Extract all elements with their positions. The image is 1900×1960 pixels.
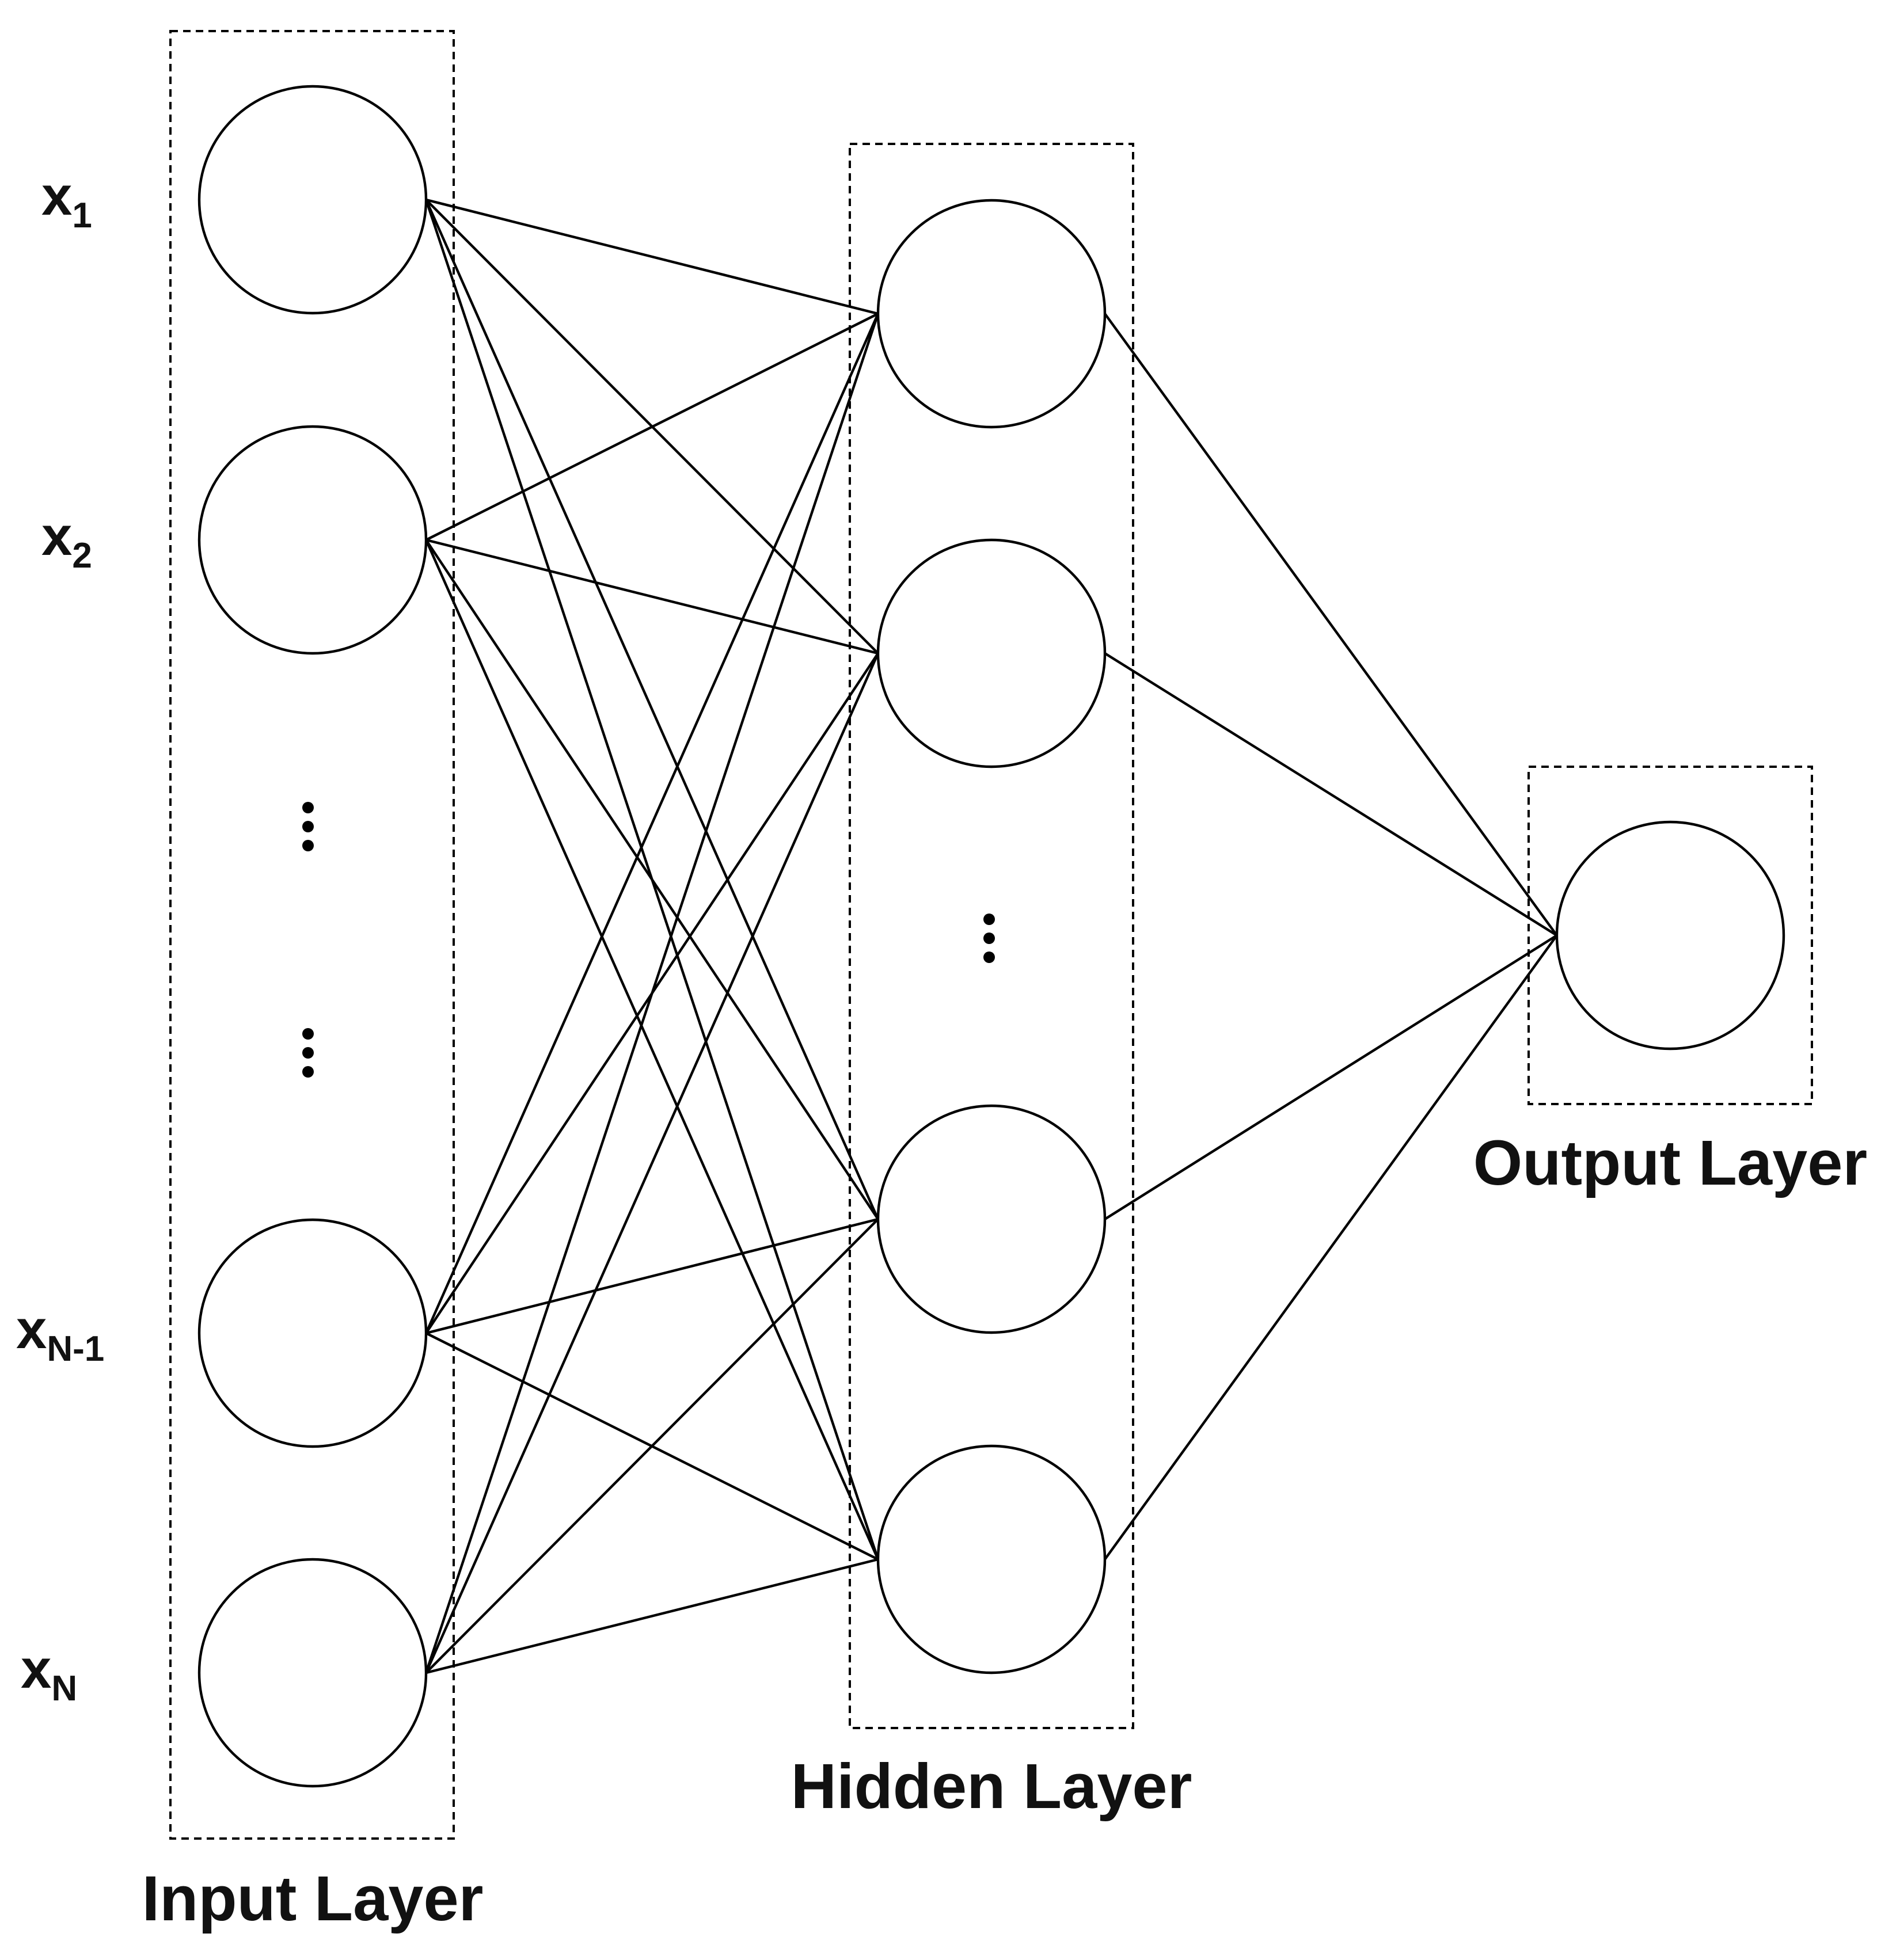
output-neuron <box>1555 820 1785 1051</box>
edge-hidden3-output <box>1104 934 1558 1220</box>
input-label-xn-1: xN-1 <box>16 1299 104 1369</box>
hidden-neuron-1 <box>876 199 1107 429</box>
input-neuron-x2 <box>197 425 428 655</box>
edge-input4-hidden1 <box>424 313 880 1673</box>
edge-input1-hidden1 <box>425 198 879 315</box>
hidden-neuron-2 <box>876 538 1107 768</box>
hidden-neuron-3 <box>876 1104 1107 1334</box>
edge-input2-hidden3 <box>425 539 879 1220</box>
input-neuron-xn <box>197 1558 428 1788</box>
edge-hidden4-output <box>1104 934 1558 1561</box>
output-neurons <box>1555 820 1785 1051</box>
edge-hidden2-output <box>1104 652 1558 937</box>
edge-input4-hidden4 <box>425 1558 879 1674</box>
edge-input3-hidden1 <box>424 313 880 1334</box>
edge-input2-hidden1 <box>425 313 879 541</box>
hidden-layer-box <box>849 143 1134 1729</box>
hidden-layer-title: Hidden Layer <box>791 1751 1192 1822</box>
input-label-x2: x2 <box>41 505 92 576</box>
edge-input1-hidden3 <box>424 199 880 1220</box>
hidden-neurons <box>876 199 1107 1674</box>
output-layer-title: Output Layer <box>1473 1128 1868 1198</box>
input-neurons <box>197 85 428 1788</box>
input-label-xn: xN <box>21 1638 77 1708</box>
hidden-neuron-4 <box>876 1444 1107 1674</box>
edge-input3-hidden3 <box>425 1217 879 1335</box>
input-layer-box <box>169 30 455 1840</box>
input-ellipsis-upper <box>302 802 314 851</box>
input-ellipsis-lower <box>302 1028 314 1078</box>
connections <box>424 198 1558 1674</box>
input-neuron-xn-1 <box>197 1218 428 1448</box>
edge-hidden1-output <box>1104 313 1558 937</box>
edge-input2-hidden2 <box>425 538 879 655</box>
input-neuron-x1 <box>197 85 428 315</box>
output-layer-box <box>1527 766 1813 1105</box>
input-layer-title: Input Layer <box>142 1863 484 1934</box>
hidden-ellipsis <box>983 914 995 963</box>
input-label-x1: x1 <box>41 165 92 235</box>
edge-input2-hidden4 <box>424 539 880 1560</box>
edge-input4-hidden2 <box>424 653 880 1673</box>
edge-input4-hidden3 <box>425 1218 879 1674</box>
